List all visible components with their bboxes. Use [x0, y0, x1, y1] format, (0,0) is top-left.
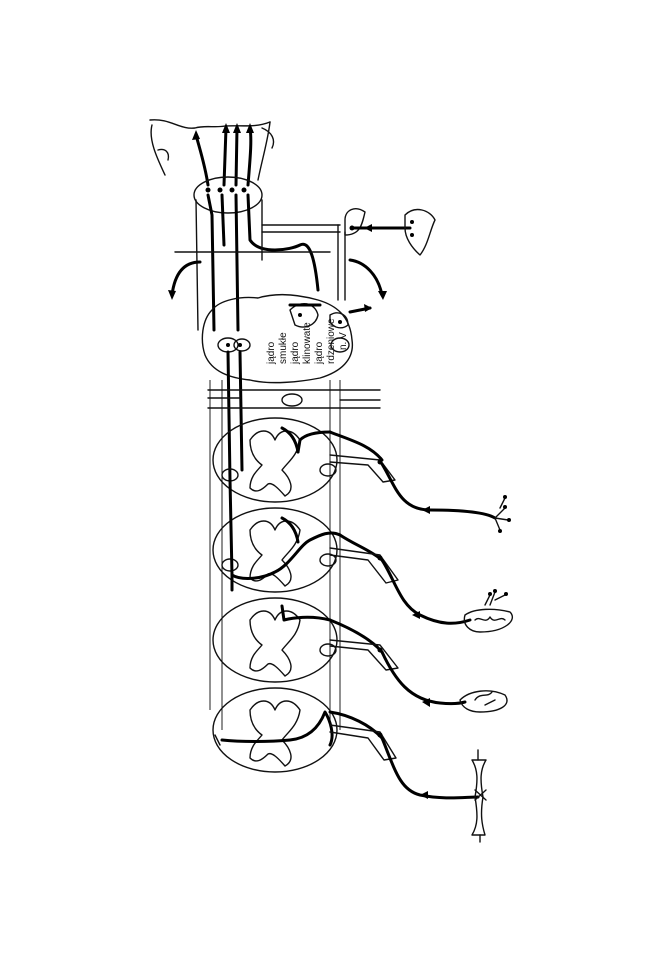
spinal-segment-1 — [212, 417, 511, 533]
spinal-segment-3 — [212, 597, 508, 713]
label-nucleus-cuneatus-1: jądro — [290, 341, 301, 365]
label-spinal-nucleus-1: jądro — [314, 341, 325, 365]
spinal-segment-2 — [212, 507, 513, 633]
label-spinal-nucleus-3: n. V — [338, 332, 349, 350]
label-spinal-nucleus-2: rdzeniowe — [326, 318, 337, 364]
medulla-section — [201, 293, 372, 384]
thalamus-nucleus — [193, 176, 320, 332]
cortex-region — [149, 119, 275, 187]
brainstem-walls — [174, 199, 346, 331]
label-nucleus-gracilis-1: jądro — [266, 341, 277, 365]
spinal-columns — [207, 350, 381, 730]
spinal-segment-4 — [212, 687, 487, 843]
fiber-arcs — [168, 258, 387, 300]
nucleus-labels: jądro smukłe jądro klinowate jądro rdzen… — [266, 318, 349, 365]
dorsal-column-tracts — [214, 478, 234, 746]
trigeminal-ganglion — [344, 208, 436, 256]
label-nucleus-cuneatus-2: klinowate — [302, 322, 313, 364]
label-nucleus-gracilis-2: smukłe — [278, 332, 289, 364]
